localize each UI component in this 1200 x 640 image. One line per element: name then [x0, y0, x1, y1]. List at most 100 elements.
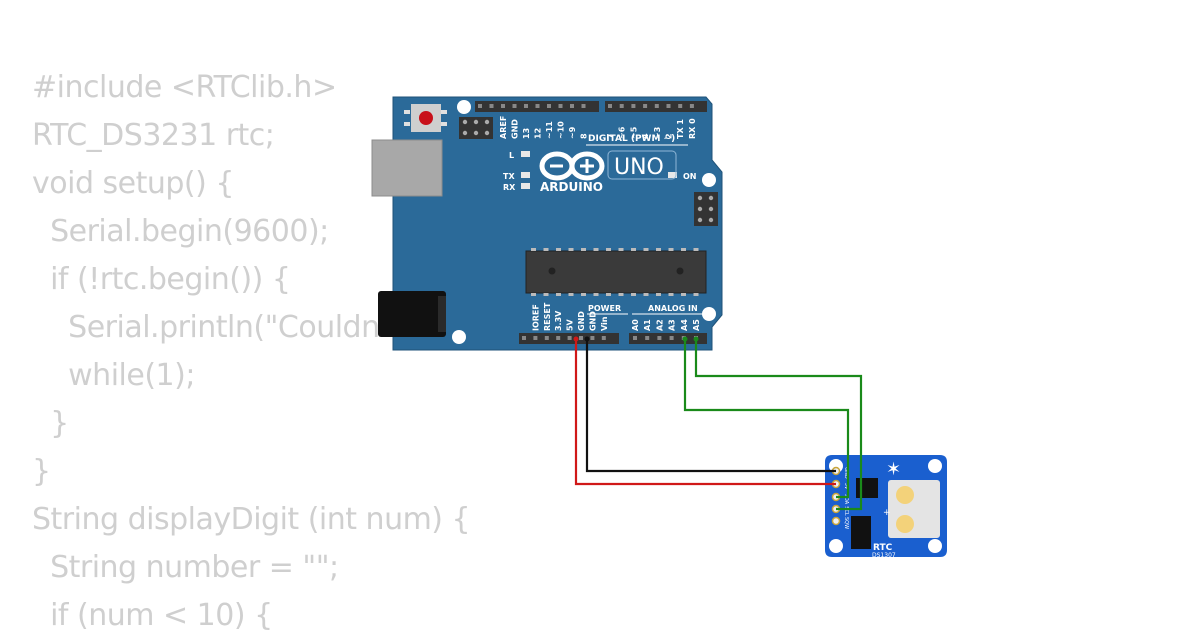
- power-pin-label: 3.3V: [554, 310, 563, 331]
- icsp-header-right: [694, 192, 718, 226]
- chip-leg: [556, 248, 561, 251]
- chip-leg: [656, 293, 661, 296]
- header-pin[interactable]: [654, 104, 659, 108]
- chip-leg: [656, 248, 661, 251]
- adafruit-star-icon: ✶: [886, 459, 901, 480]
- chip-leg: [593, 248, 599, 251]
- usb-connector: [371, 139, 443, 197]
- header-pin[interactable]: [547, 104, 551, 108]
- icsp-header-top: [459, 117, 493, 139]
- header-pin[interactable]: [556, 336, 561, 340]
- digital-pin-label: 4: [641, 133, 650, 139]
- battery-holder: [888, 480, 940, 538]
- mounting-hole: [457, 100, 471, 114]
- rtc-pin-label: 5V: [843, 483, 849, 490]
- chip-leg: [668, 248, 674, 251]
- chip-leg: [581, 293, 586, 296]
- header-pin[interactable]: [669, 336, 674, 340]
- rtc-pin-sqw[interactable]: [831, 516, 841, 526]
- uno-badge: [607, 150, 677, 180]
- analog-pin-label: A3: [668, 319, 677, 331]
- header-pin[interactable]: [512, 104, 517, 108]
- header-pin[interactable]: [501, 104, 505, 108]
- header-pin[interactable]: [678, 104, 683, 108]
- mounting-hole: [829, 539, 843, 553]
- led-l: [521, 151, 530, 157]
- header-pin[interactable]: [619, 104, 624, 108]
- analog-header[interactable]: [629, 333, 707, 344]
- atmega-chip: [525, 250, 707, 294]
- header-pin[interactable]: [478, 104, 482, 108]
- wire-5v[interactable]: [574, 340, 836, 486]
- chip-leg: [531, 293, 536, 296]
- header-pin[interactable]: [579, 336, 583, 340]
- header-pin[interactable]: [524, 104, 528, 108]
- chip-leg: [593, 293, 599, 296]
- chip-leg: [643, 293, 649, 296]
- digital-pin-label: ~3: [653, 127, 662, 139]
- chip-leg: [631, 248, 636, 251]
- header-pin[interactable]: [544, 336, 549, 340]
- crystal: [851, 516, 871, 549]
- arduino-brand: ARDUINO: [540, 180, 603, 194]
- power-pin-label: RESET: [543, 302, 552, 331]
- digital-pin-label: 2: [665, 133, 674, 139]
- header-pin[interactable]: [631, 104, 636, 108]
- reset-button[interactable]: [419, 111, 433, 125]
- digital-pin-label: TX 1: [676, 119, 685, 139]
- led-rx-label: RX: [503, 183, 516, 192]
- code-line: }: [32, 454, 51, 489]
- header-pin[interactable]: [657, 336, 662, 340]
- header-pin[interactable]: [666, 104, 671, 108]
- chip-leg: [681, 293, 686, 296]
- header-pin[interactable]: [570, 104, 574, 108]
- battery-contact: [896, 486, 914, 504]
- led-on: [668, 172, 677, 178]
- rtc-chip-label: DS1307: [872, 552, 896, 559]
- mounting-hole: [928, 459, 942, 473]
- wire-end: [682, 336, 688, 342]
- code-line: #include <RTClib.h>: [32, 70, 337, 105]
- power-pin-label: GND: [577, 311, 586, 331]
- rtc-label: RTC: [873, 543, 893, 553]
- code-line: RTC_DS3231 rtc;: [32, 118, 275, 153]
- digital-header-title: DIGITAL (PWM ~): [588, 134, 675, 144]
- header-pin[interactable]: [535, 104, 540, 108]
- header-pin[interactable]: [643, 104, 648, 108]
- analog-pin-label: A5: [692, 319, 701, 331]
- header-pin[interactable]: [633, 336, 637, 340]
- wire-a5-scl[interactable]: [694, 340, 863, 511]
- wires: [573, 336, 863, 511]
- digital-pin-label: ~11: [545, 121, 554, 139]
- digital-pin-label: 13: [522, 128, 531, 139]
- power-pin-label: Vin: [600, 316, 609, 331]
- chip-leg: [543, 248, 549, 251]
- digital-pin-label: GND: [511, 119, 520, 139]
- header-pin[interactable]: [590, 336, 595, 340]
- wire-gnd[interactable]: [585, 340, 836, 473]
- header-pin[interactable]: [581, 104, 586, 108]
- digital-pin-label: ~5: [629, 126, 638, 139]
- wire-a4-sda[interactable]: [683, 340, 850, 499]
- digital-pin-label: ~10: [557, 121, 566, 139]
- header-pin[interactable]: [608, 104, 612, 108]
- wire-end: [573, 336, 579, 342]
- led-on-label: ON: [683, 172, 697, 181]
- wire-end: [584, 336, 590, 342]
- rtc-pin-label: SCL: [843, 506, 849, 516]
- header-pin[interactable]: [522, 336, 526, 340]
- chip-leg: [606, 248, 611, 251]
- ds1307-chip: [856, 478, 878, 498]
- chip-leg: [618, 293, 624, 296]
- header-pin[interactable]: [601, 336, 606, 340]
- code-line: String displayDigit (int num) {: [32, 502, 471, 537]
- header-pin[interactable]: [489, 104, 494, 108]
- led-tx: [521, 172, 530, 178]
- header-pin[interactable]: [533, 336, 538, 340]
- header-pin[interactable]: [689, 104, 694, 108]
- header-pin[interactable]: [567, 336, 572, 340]
- header-pin[interactable]: [558, 104, 563, 108]
- header-pin[interactable]: [645, 336, 650, 340]
